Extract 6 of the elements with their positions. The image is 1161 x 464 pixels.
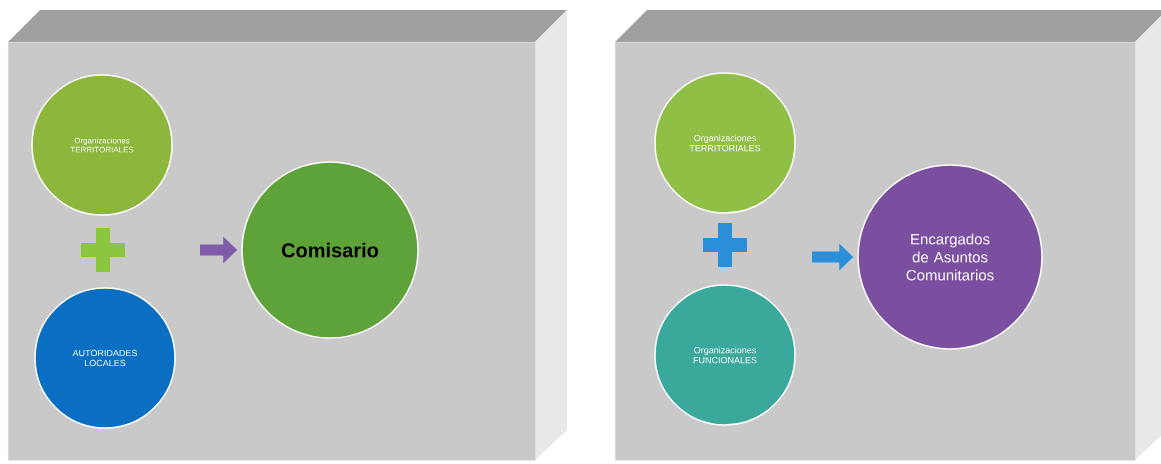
- circle-node: Organizaciones TERRITORIALES: [654, 72, 796, 214]
- circle-node: Comisario: [241, 161, 419, 339]
- circle-node: AUTORIDADES LOCALES: [34, 287, 176, 429]
- circle-node: Organizaciones TERRITORIALES: [31, 74, 173, 216]
- circle-node: Encargados de Asuntos Comunitarios: [857, 164, 1043, 350]
- circle-node: Organizaciones FUNCIONALES: [654, 284, 796, 426]
